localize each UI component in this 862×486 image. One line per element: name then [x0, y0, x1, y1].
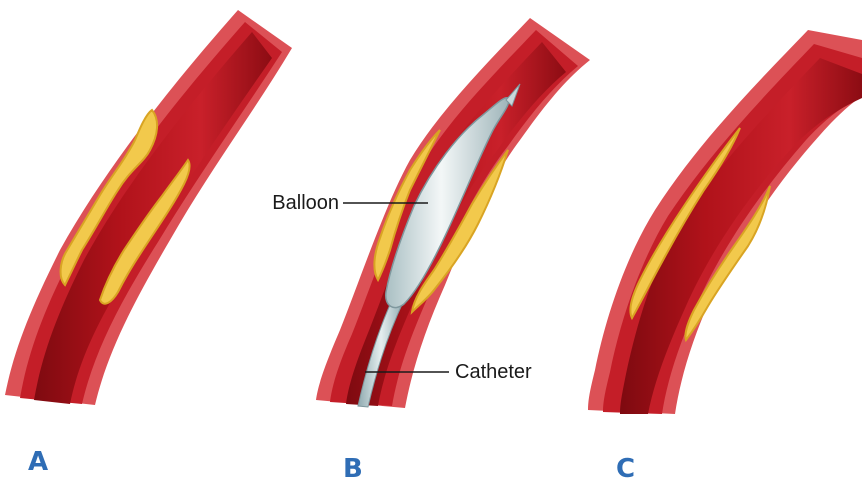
- panel-c-letter: C: [616, 454, 635, 484]
- catheter-label: Catheter: [455, 361, 532, 383]
- panel-c-artery: [588, 30, 862, 414]
- panel-a-artery: [5, 10, 292, 405]
- panel-a-letter: A: [28, 447, 48, 477]
- panel-b-letter: B: [343, 454, 363, 484]
- balloon-label: Balloon: [272, 192, 339, 214]
- panel-b-artery: [316, 18, 590, 408]
